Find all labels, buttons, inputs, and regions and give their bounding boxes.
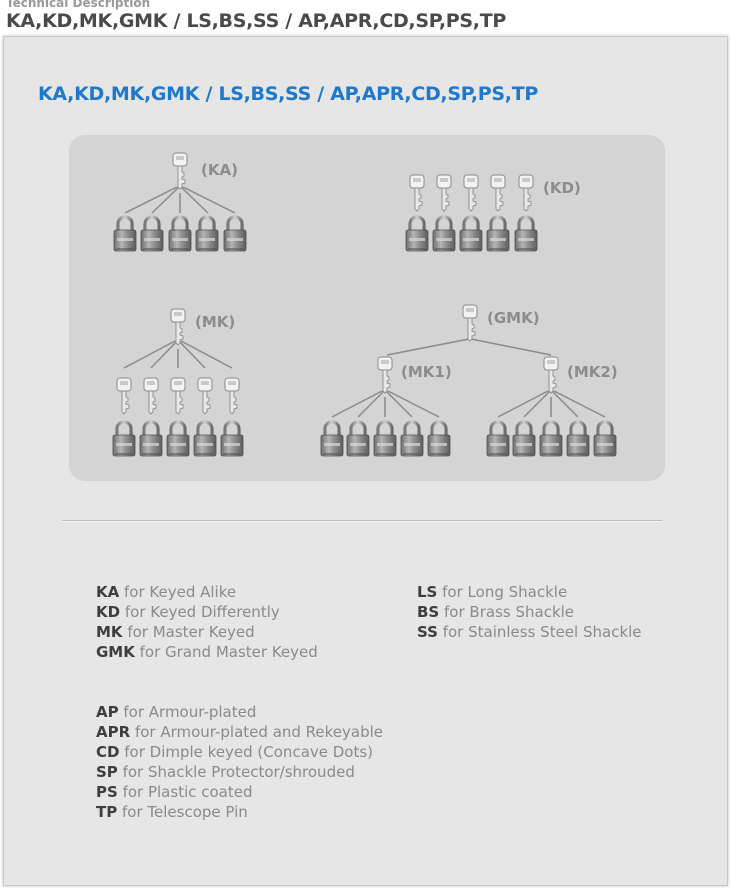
legend-item: MK for Master Keyed <box>96 623 255 641</box>
mk2-label: (MK2) <box>567 363 618 381</box>
key-icon <box>490 174 506 212</box>
padlock-icon <box>319 420 345 458</box>
padlock-icon <box>165 420 191 458</box>
key-icon <box>197 377 213 415</box>
legend-item: KD for Keyed Differently <box>96 603 280 621</box>
key-icon <box>170 377 186 415</box>
padlock-icon <box>139 215 165 253</box>
legend-item: PS for Plastic coated <box>96 783 253 801</box>
padlock-icon <box>592 420 618 458</box>
padlock-icon <box>138 420 164 458</box>
key-icon <box>116 377 132 415</box>
key-icon <box>436 174 452 212</box>
content-card: KA,KD,MK,GMK / LS,BS,SS / AP,APR,CD,SP,P… <box>3 36 728 886</box>
divider <box>62 520 662 522</box>
connector-lines <box>123 186 606 418</box>
keying-diagram-svg: (KA) (KD) <box>111 152 618 458</box>
ka-label: (KA) <box>201 161 238 179</box>
padlock-icon <box>458 215 484 253</box>
legend-item: APR for Armour-plated and Rekeyable <box>96 723 384 741</box>
key-icon <box>224 377 240 415</box>
legend-options: AP for Armour-plated APR for Armour-plat… <box>96 702 383 822</box>
padlock-icon <box>167 215 193 253</box>
page-title: KA,KD,MK,GMK / LS,BS,SS / AP,APR,CD,SP,P… <box>6 10 507 32</box>
legend-item: TP for Telescope Pin <box>96 803 248 821</box>
key-icon <box>170 308 186 346</box>
legend-item: GMK for Grand Master Keyed <box>96 643 318 661</box>
padlock-icon <box>513 215 539 253</box>
legend-shackle: LS for Long Shackle BS for Brass Shackle… <box>417 582 642 642</box>
keying-diagram: (KA) (KD) <box>69 135 665 481</box>
legend-item: BS for Brass Shackle <box>417 603 575 621</box>
key-icon <box>143 377 159 415</box>
key-icon <box>543 356 559 394</box>
legend-item: LS for Long Shackle <box>417 583 568 601</box>
padlock-icon <box>511 420 537 458</box>
padlock-icon <box>112 215 138 253</box>
key-icon <box>409 174 425 212</box>
key-icon <box>518 174 534 212</box>
key-icon <box>463 174 479 212</box>
kd-group: (KD) <box>404 174 581 253</box>
key-icon <box>377 356 393 394</box>
legend-item: SP for Shackle Protector/shrouded <box>96 763 355 781</box>
mk1-label: (MK1) <box>401 363 452 381</box>
padlock-icon <box>431 215 457 253</box>
padlock-icon <box>222 215 248 253</box>
padlock-icon <box>426 420 452 458</box>
gmk-group: (GMK) (MK1) (MK2) <box>319 304 618 458</box>
padlock-icon <box>404 215 430 253</box>
padlock-icon <box>565 420 591 458</box>
section-label: Technical Description <box>6 0 151 10</box>
padlock-icon <box>111 420 137 458</box>
padlock-icon <box>194 215 220 253</box>
mk-label: (MK) <box>195 313 235 331</box>
card-title: KA,KD,MK,GMK / LS,BS,SS / AP,APR,CD,SP,P… <box>38 83 539 105</box>
legend-item: SS for Stainless Steel Shackle <box>417 623 642 641</box>
padlock-icon <box>219 420 245 458</box>
padlock-icon <box>399 420 425 458</box>
legend-item: CD for Dimple keyed (Concave Dots) <box>96 743 374 761</box>
mk-group: (MK) <box>111 308 245 458</box>
legend-keying: KA for Keyed Alike KD for Keyed Differen… <box>96 582 318 662</box>
padlock-icon <box>485 420 511 458</box>
padlock-icon <box>485 215 511 253</box>
padlock-icon <box>345 420 371 458</box>
key-icon <box>462 304 478 342</box>
legend-item: KA for Keyed Alike <box>96 583 237 601</box>
padlock-icon <box>192 420 218 458</box>
ka-group: (KA) <box>112 152 248 253</box>
padlock-icon <box>372 420 398 458</box>
legend-item: AP for Armour-plated <box>96 703 257 721</box>
kd-label: (KD) <box>543 179 581 197</box>
key-icon <box>172 152 188 190</box>
gmk-label: (GMK) <box>487 309 540 327</box>
padlock-icon <box>538 420 564 458</box>
